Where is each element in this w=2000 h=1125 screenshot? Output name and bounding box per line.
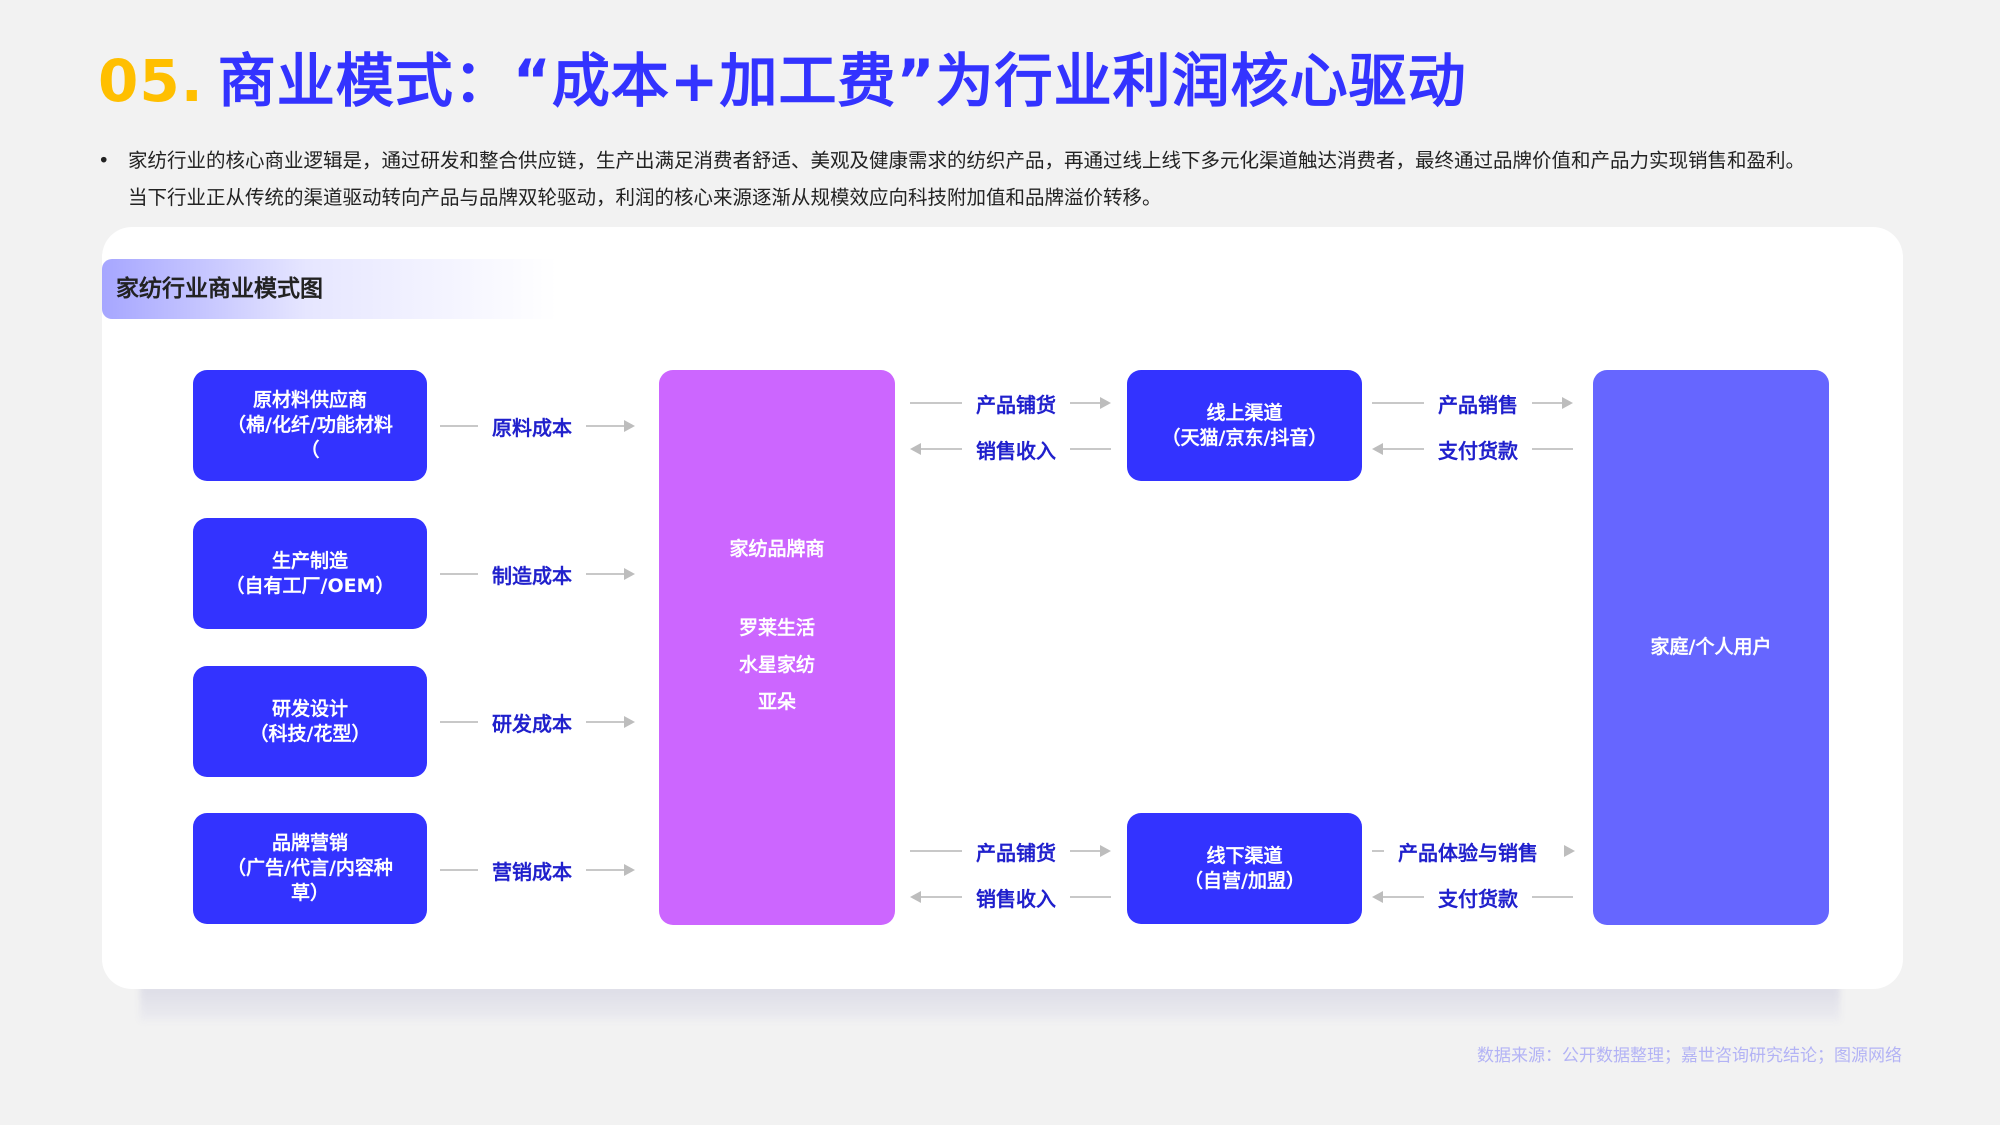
flow-label: 支付货款 — [1438, 886, 1518, 911]
flow-offline-revenue: 销售收入 — [910, 882, 1111, 912]
source-box-raw-materials: 原材料供应商 （棉/化纤/功能材料 （ — [193, 370, 427, 481]
card-shadow — [140, 985, 1840, 1021]
data-source-note: 数据来源：公开数据整理；嘉世咨询研究结论；图源网络 — [1477, 1046, 1902, 1066]
user-box: 家庭/个人用户 — [1593, 370, 1829, 925]
box-subtitle: （科技/花型） — [249, 722, 371, 745]
section-number: 05. — [98, 47, 204, 115]
arrow-left-icon — [1372, 443, 1383, 455]
intro-line-2: 当下行业正从传统的渠道驱动转向产品与品牌双轮驱动，利润的核心来源逐渐从规模效应向… — [128, 186, 1162, 209]
source-box-marketing: 品牌营销 （广告/代言/内容种草） — [193, 813, 427, 924]
flow-label: 原料成本 — [492, 415, 572, 440]
arrow-left-icon — [1372, 891, 1383, 903]
arrow-right-icon — [1564, 845, 1575, 857]
brand-example: 罗莱生活 — [738, 616, 815, 639]
box-subtitle: （自有工厂/OEM） — [225, 574, 395, 597]
box-title: 生产制造 — [271, 549, 348, 572]
flow-label: 产品销售 — [1438, 392, 1518, 417]
flow-online-sales: 产品销售 — [1372, 388, 1573, 418]
source-box-manufacturing: 生产制造（自有工厂/OEM） — [193, 518, 427, 629]
box-subtitle: （广告/代言/内容种 — [227, 857, 393, 879]
cost-flow-rnd: 研发成本 — [440, 707, 635, 737]
channel-box-online: 线上渠道（天猫/京东/抖音） — [1127, 370, 1362, 481]
arrow-left-icon — [910, 891, 921, 903]
intro-line-1: 家纺行业的核心商业逻辑是，通过研发和整合供应链，生产出满足消费者舒适、美观及健康… — [128, 149, 1806, 172]
box-title: 品牌营销 — [271, 832, 348, 854]
flow-offline-payment: 支付货款 — [1372, 882, 1573, 912]
arrow-right-icon — [624, 716, 635, 728]
box-subtitle-cont: （ — [300, 439, 320, 461]
box-subtitle: （棉/化纤/功能材料 — [227, 414, 393, 436]
arrow-right-icon — [624, 864, 635, 876]
source-box-rnd: 研发设计（科技/花型） — [193, 666, 427, 777]
flow-label: 营销成本 — [492, 859, 572, 884]
cost-flow-manufacturing: 制造成本 — [440, 559, 635, 589]
section-header: 家纺行业商业模式图 — [102, 259, 557, 319]
intro-bullet: • 家纺行业的核心商业逻辑是，通过研发和整合供应链，生产出满足消费者舒适、美观及健… — [98, 142, 1918, 216]
box-title: 原材料供应商 — [252, 389, 367, 411]
brand-title: 家纺品牌商 — [729, 537, 825, 560]
arrow-right-icon — [624, 420, 635, 432]
flow-label: 销售收入 — [976, 886, 1056, 911]
brand-example: 亚朵 — [757, 690, 796, 713]
flow-offline-supply: 产品铺货 — [910, 836, 1111, 866]
page-title: 05.商业模式：“成本+加工费”为行业利润核心驱动 — [98, 34, 1467, 118]
flow-online-revenue: 销售收入 — [910, 434, 1111, 464]
box-subtitle: （自营/加盟） — [1184, 869, 1305, 892]
brand-example: 水星家纺 — [738, 653, 815, 676]
flow-label: 产品铺货 — [976, 392, 1056, 417]
flow-label: 产品体验与销售 — [1398, 840, 1538, 865]
arrow-right-icon — [1100, 845, 1111, 857]
flow-online-payment: 支付货款 — [1372, 434, 1573, 464]
arrow-right-icon — [1562, 397, 1573, 409]
user-label: 家庭/个人用户 — [1650, 636, 1772, 658]
flow-offline-sales: 产品体验与销售 — [1372, 836, 1575, 866]
cost-flow-raw: 原料成本 — [440, 411, 635, 441]
flow-label: 制造成本 — [492, 563, 572, 588]
cost-flow-marketing: 营销成本 — [440, 855, 635, 885]
box-subtitle-cont: 草） — [290, 882, 329, 904]
flow-label: 产品铺货 — [976, 840, 1056, 865]
title-text: 商业模式：“成本+加工费”为行业利润核心驱动 — [217, 47, 1467, 115]
arrow-right-icon — [624, 568, 635, 580]
flow-label: 支付货款 — [1438, 438, 1518, 463]
flow-online-supply: 产品铺货 — [910, 388, 1111, 418]
box-subtitle: （天猫/京东/抖音） — [1161, 426, 1328, 449]
brand-box: 家纺品牌商 罗莱生活 水星家纺 亚朵 — [659, 370, 895, 925]
arrow-left-icon — [910, 443, 921, 455]
box-title: 线上渠道 — [1206, 401, 1283, 424]
arrow-right-icon — [1100, 397, 1111, 409]
channel-box-offline: 线下渠道（自营/加盟） — [1127, 813, 1362, 924]
box-title: 研发设计 — [271, 697, 348, 720]
bullet-dot-icon: • — [98, 149, 110, 172]
box-title: 线下渠道 — [1206, 844, 1283, 867]
flow-label: 销售收入 — [976, 438, 1056, 463]
flow-label: 研发成本 — [492, 711, 572, 736]
